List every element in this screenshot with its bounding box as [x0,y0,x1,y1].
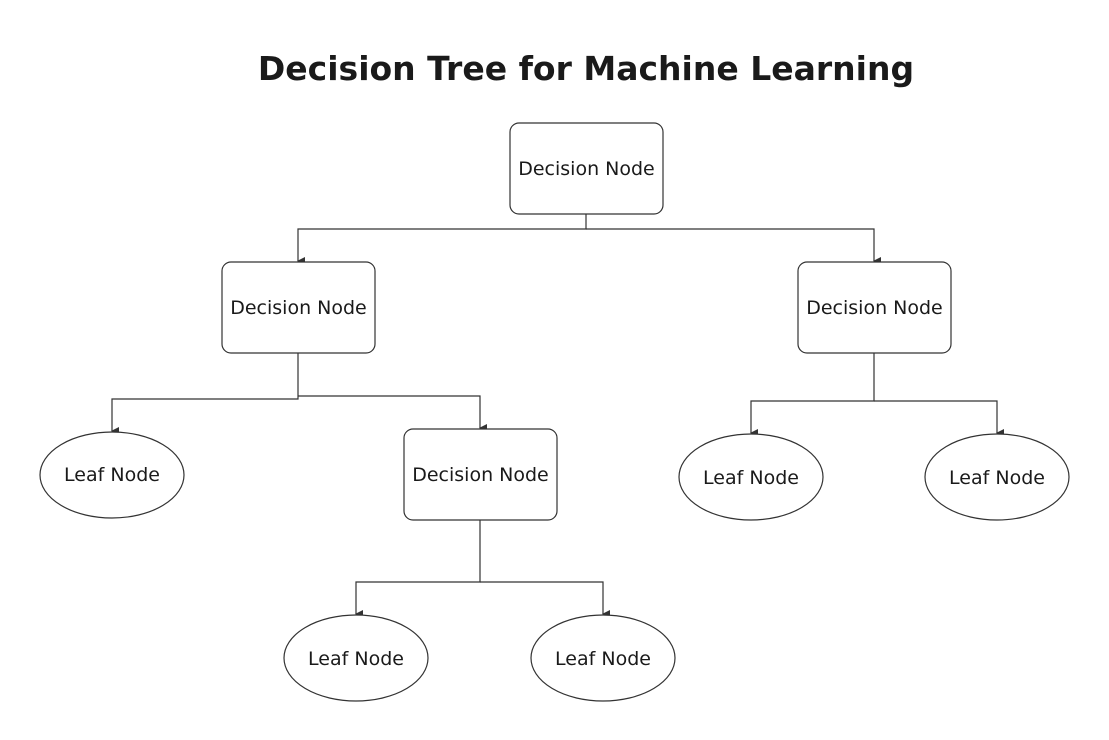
decision-node-left-label: Decision Node [230,297,367,319]
diagram-title: Decision Tree for Machine Learning [257,49,915,88]
connector-root-to-right-decision [586,228,881,265]
connectors [111,214,1004,618]
leaf-node-bottom-2-label: Leaf Node [555,648,651,670]
connector-left-decision-to-left-leaf [111,353,299,435]
decision-node-root-label: Decision Node [518,158,655,180]
leaf-node-right-1-label: Leaf Node [703,467,799,489]
leaf-node-left-label: Leaf Node [64,464,160,486]
decision-node-root[interactable]: Decision Node [509,122,664,215]
connector-middle-decision-to-bottom-leaf-2 [480,581,610,618]
decision-node-middle-label: Decision Node [412,464,549,486]
connector-left-decision-to-middle-decision [298,395,487,432]
leaf-node-bottom-1-label: Leaf Node [308,648,404,670]
leaf-node-right-2[interactable]: Leaf Node [924,433,1070,521]
decision-node-middle[interactable]: Decision Node [403,428,558,521]
leaf-node-right-1[interactable]: Leaf Node [678,433,824,521]
decision-node-right[interactable]: Decision Node [797,261,952,354]
leaf-node-right-2-label: Leaf Node [949,467,1045,489]
leaf-node-bottom-1[interactable]: Leaf Node [283,614,429,702]
connector-right-decision-to-right-leaf-2 [874,400,1004,437]
connector-right-decision-to-right-leaf-1 [750,353,875,437]
connector-middle-decision-to-bottom-leaf-1 [355,520,481,618]
connector-root-to-left-decision [297,214,587,265]
decision-node-left[interactable]: Decision Node [221,261,376,354]
decision-node-right-label: Decision Node [806,297,943,319]
leaf-node-left[interactable]: Leaf Node [39,431,185,519]
leaf-node-bottom-2[interactable]: Leaf Node [530,614,676,702]
